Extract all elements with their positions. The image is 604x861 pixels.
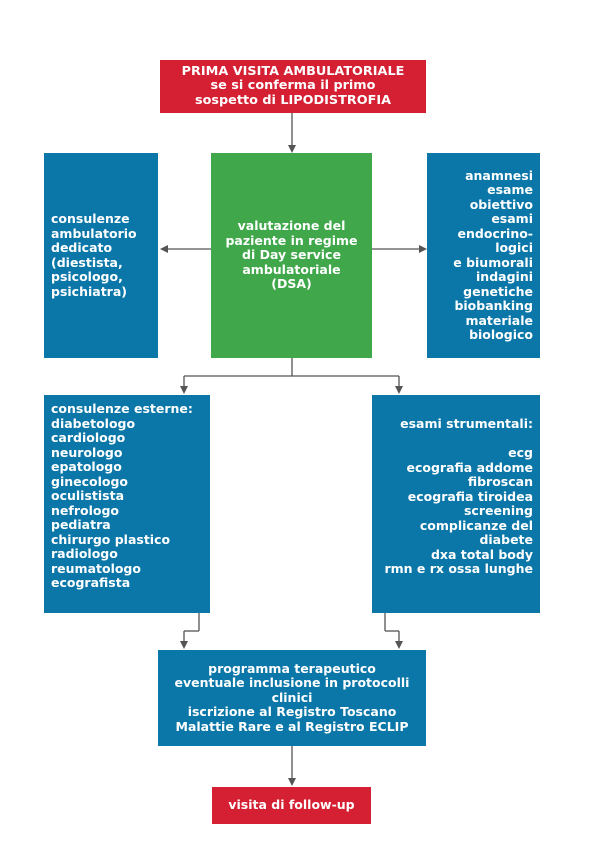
external-consults-line: ginecologo: [51, 473, 129, 489]
instrumental-exams-line: esami strumentali:: [400, 416, 533, 431]
external-consults-line: radiologo: [51, 546, 118, 561]
follow-up-label: visita di follow-up: [228, 797, 355, 813]
lab-tests-line: esame: [487, 182, 533, 197]
lab-tests-line: biobanking: [454, 298, 533, 313]
instrumental-exams-line: rmn e rx ossa lunghe: [384, 561, 533, 576]
lab-tests-box: anamnesi esame obiettivo esami endocrino…: [427, 153, 540, 358]
first-visit-line: se si conferma il primo: [210, 78, 376, 94]
instrumental-exams-line: fibroscan: [467, 474, 533, 489]
lab-tests-line: materiale: [465, 312, 533, 328]
dsa-evaluation-line: paziente in regime: [225, 232, 358, 248]
lab-tests-line: e biumorali: [453, 254, 533, 270]
external-consults-line: ecografista: [51, 575, 131, 590]
lab-tests-line: logici: [495, 240, 533, 255]
therapy-program-line: Malattie Rare e al Registro ECLIP: [175, 718, 409, 734]
therapy-program-line: clinici: [271, 689, 313, 705]
first-visit-box: PRIMA VISITA AMBULATORIALE se si conferm…: [160, 60, 426, 113]
therapy-program-line: eventuale inclusione in protocolli: [174, 675, 410, 691]
dedicated-consults-box: consulenze ambulatorio dedicato (diestis…: [44, 153, 158, 358]
external-consults-line: chirurgo plastico: [51, 531, 171, 547]
external-consults-line: cardiologo: [51, 430, 126, 445]
external-consults-line: diabetologo: [51, 415, 136, 431]
dedicated-consults-line: consulenze: [51, 211, 130, 226]
external-consults-line: consulenze esterne:: [51, 401, 193, 416]
external-consults-line: pediatra: [51, 517, 111, 532]
therapy-program-line: programma terapeutico: [208, 660, 376, 676]
dsa-evaluation-box: valutazione del paziente in regime di Da…: [211, 153, 372, 358]
lab-tests-line: anamnesi: [465, 167, 533, 183]
external-consults-line: reumatologo: [51, 560, 141, 576]
lab-tests-line: endocrino-: [457, 225, 533, 241]
therapy-program-line: iscrizione al Registro Toscano: [187, 704, 397, 720]
lab-tests-line: biologico: [469, 327, 533, 342]
first-visit-line: PRIMA VISITA AMBULATORIALE: [181, 63, 405, 79]
follow-up-box: visita di follow-up: [212, 787, 371, 824]
instrumental-exams-line: ecografia tiroidea: [407, 488, 533, 504]
instrumental-exams-box: esami strumentali: ecg ecografia addome …: [372, 395, 540, 613]
external-consults-line: nefrologo: [51, 502, 119, 518]
dedicated-consults-line: (diestista,: [51, 254, 123, 270]
instrumental-exams-line: screening: [463, 503, 533, 518]
therapy-program-box: programma terapeutico eventuale inclusio…: [158, 650, 426, 746]
first-visit-line: sospetto di LIPODISTROFIA: [195, 92, 391, 108]
lab-tests-line: genetiche: [463, 283, 533, 299]
dedicated-consults-line: ambulatorio: [51, 225, 137, 241]
external-consults-line: neurologo: [51, 444, 123, 460]
dsa-evaluation-line: ambulatoriale: [242, 261, 341, 277]
lab-tests-line: indagini: [476, 269, 533, 284]
dedicated-consults-line: psichiatra): [51, 283, 127, 299]
instrumental-exams-line: ecografia addome: [406, 459, 534, 475]
dedicated-consults-line: psicologo,: [51, 269, 123, 284]
dsa-evaluation-line: di Day service: [242, 247, 341, 263]
dedicated-consults-line: dedicato: [51, 240, 113, 255]
instrumental-exams-line: ecg: [508, 445, 533, 460]
instrumental-exams-line: complicanze del: [419, 517, 533, 533]
lab-tests-line: obiettivo: [469, 196, 533, 212]
instrumental-exams-line: dxa total body: [430, 546, 533, 562]
lab-tests-line: esami: [491, 211, 533, 226]
external-consults-line: oculistista: [51, 488, 125, 503]
external-consults-box: consulenze esterne: diabetologo cardiolo…: [44, 395, 210, 613]
instrumental-exams-line: diabete: [479, 532, 533, 547]
external-consults-line: epatologo: [51, 459, 122, 474]
dsa-evaluation-line: (DSA): [271, 276, 312, 292]
dsa-evaluation-line: valutazione del: [237, 218, 346, 234]
